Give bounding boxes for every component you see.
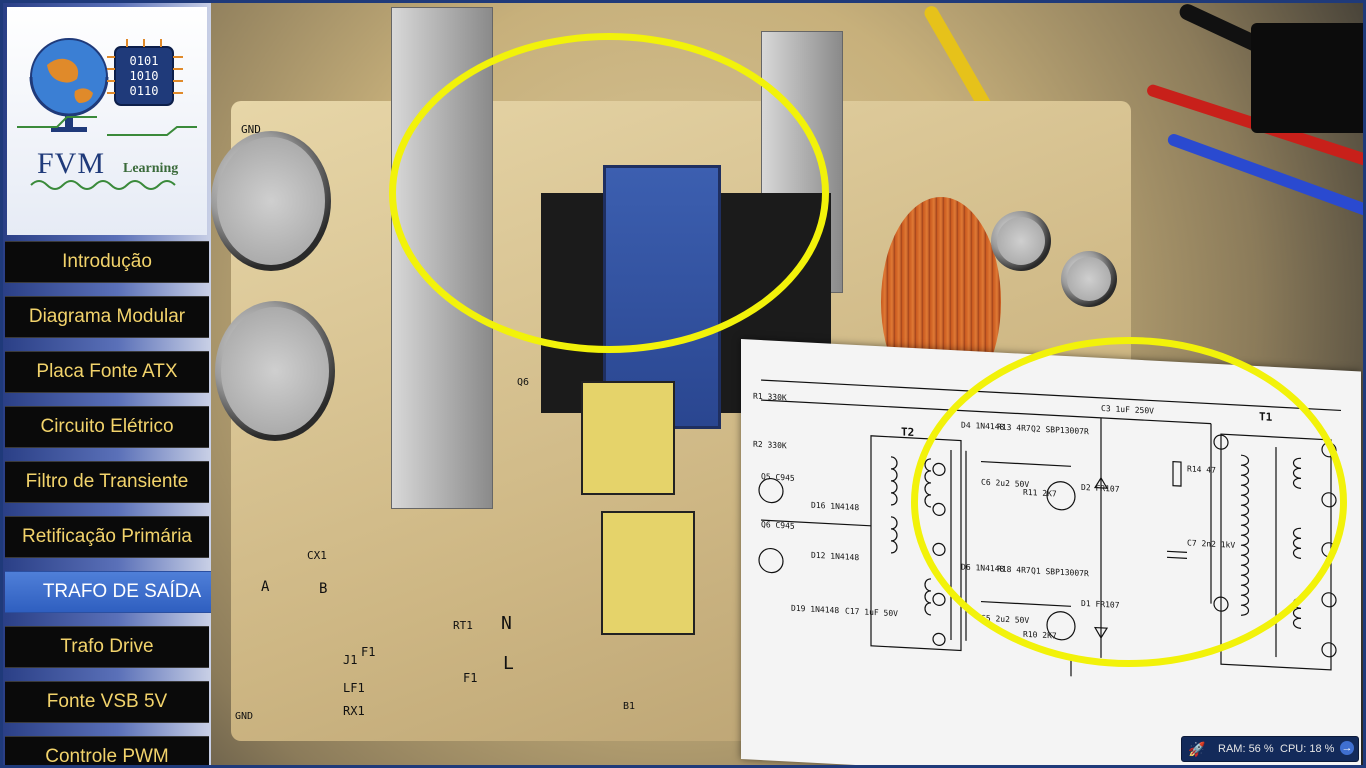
sidebar: 0101 1010 0110 FVM (3, 3, 239, 765)
nav-item-fonte-vsb-5v[interactable]: Fonte VSB 5V (5, 681, 209, 723)
board-label-l: L (503, 653, 514, 674)
svg-text:1010: 1010 (130, 69, 159, 83)
board-label-f1-2: F1 (463, 671, 478, 685)
board-label-gnd-2: GND (235, 711, 254, 722)
board-label-q6: Q6 (517, 377, 530, 388)
rocket-icon[interactable]: 🚀 (1188, 741, 1206, 757)
ram-usage: RAM: 56 % (1218, 743, 1274, 755)
board-label-b1: B1 (623, 701, 636, 712)
nav-item-trafo-de-saida[interactable]: TRAFO DE SAÍDA (5, 571, 239, 613)
schematic-label-r1: R1 330K (753, 391, 787, 403)
nav-item-controle-pwm[interactable]: Controle PWM (5, 736, 209, 765)
board-label-f1: F1 (361, 645, 376, 659)
nav-item-placa-fonte-atx[interactable]: Placa Fonte ATX (5, 351, 209, 393)
svg-text:0101: 0101 (130, 54, 159, 68)
small-transformer-2 (601, 511, 695, 635)
capacitor-mid-2 (1061, 251, 1117, 307)
nav-item-trafo-drive[interactable]: Trafo Drive (5, 626, 209, 668)
system-status-bar[interactable]: 🚀 RAM: 56 % CPU: 18 % → (1181, 736, 1359, 762)
board-label-cx1: CX1 (307, 549, 327, 562)
svg-text:0110: 0110 (130, 84, 159, 98)
connector (1251, 23, 1363, 133)
board-label-j1: J1 (343, 653, 358, 667)
globe-icon: 0101 1010 0110 (17, 38, 197, 136)
capacitor-top-left (211, 131, 331, 271)
nav-item-diagrama-modular[interactable]: Diagrama Modular (5, 296, 209, 338)
board-label-rx1: RX1 (343, 704, 365, 718)
logo-panel: 0101 1010 0110 FVM (7, 7, 207, 235)
nav-menu: Introdução Diagrama Modular Placa Fonte … (5, 241, 239, 765)
highlight-ellipse-schematic (911, 337, 1347, 667)
nav-item-circuito-eletrico[interactable]: Circuito Elétrico (5, 406, 209, 448)
chip-icon: 0101 1010 0110 (107, 39, 183, 106)
arrow-right-icon[interactable]: → (1340, 741, 1354, 755)
capacitor-mid-1 (991, 211, 1051, 271)
capacitor-bottom-left (215, 301, 335, 441)
schematic-label-t2: T2 (901, 425, 915, 440)
nav-item-introducao[interactable]: Introdução (5, 241, 209, 283)
schematic-label-q6: Q6 C945 (761, 520, 795, 531)
board-label-rt1: RT1 (453, 619, 473, 632)
schematic-label-r2: R2 330K (753, 439, 787, 451)
logo-wave-decoration (30, 180, 176, 190)
highlight-ellipse-transformer (389, 33, 829, 353)
small-transformer-1 (581, 381, 675, 495)
cpu-usage: CPU: 18 % (1280, 743, 1335, 755)
board-label-gnd: GND (241, 123, 261, 136)
schematic-label-q5: Q5 C945 (761, 472, 795, 483)
board-label-b: B (319, 581, 328, 597)
pcb-photo: GND CX1 A B J1 F1 LF1 RX1 RT1 N L F1 GND… (211, 3, 1363, 765)
board-label-lf1: LF1 (343, 681, 365, 695)
board-label-n: N (501, 613, 512, 634)
logo-title: FVM (37, 147, 106, 180)
nav-item-filtro-de-transiente[interactable]: Filtro de Transiente (5, 461, 209, 503)
nav-item-retificacao-primaria[interactable]: Retificação Primária (5, 516, 209, 558)
board-label-a: A (261, 579, 270, 595)
logo-subtitle: Learning (123, 161, 179, 176)
